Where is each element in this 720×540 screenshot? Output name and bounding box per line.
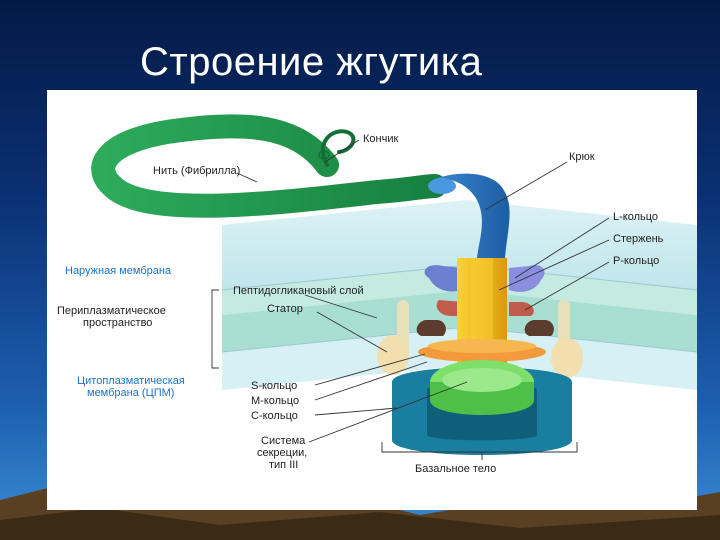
lp-rings <box>424 265 545 316</box>
periplasm-bracket <box>211 289 219 369</box>
s-ring-leader <box>314 353 426 386</box>
c-ring-leader <box>314 407 398 416</box>
label-l-ring: L-кольцо <box>613 211 658 223</box>
p-ring-leader <box>524 261 610 311</box>
hook-shape <box>432 173 510 258</box>
secretion-leader <box>308 381 468 443</box>
stator-units <box>377 300 583 378</box>
label-filament: Нить (Фибрилла) <box>153 165 240 177</box>
label-secretion-line3: тип III <box>269 459 298 471</box>
slide-title: Строение жгутика <box>140 40 483 84</box>
rod-leader <box>498 239 610 291</box>
label-tip: Кончик <box>363 133 398 145</box>
filament-leader <box>236 172 258 183</box>
peptidoglycan-leader <box>304 294 378 319</box>
label-secretion-line1: Система <box>261 435 306 447</box>
label-outer-membrane: Наружная мембрана <box>65 265 172 277</box>
hook-leader <box>484 161 568 211</box>
flagellum-diagram: Кончик Нить (Фибрилла) Крюк L-кольцо Сте… <box>57 114 697 475</box>
label-peptidoglycan: Пептидогликановый слой <box>233 285 364 297</box>
stator-leader <box>316 311 388 353</box>
filament-shape <box>91 114 447 218</box>
filament-tip-shape <box>320 129 356 167</box>
label-basal-body: Базальное тело <box>415 463 496 475</box>
label-c-ring: C-кольцо <box>251 410 298 422</box>
label-periplasm-line2: пространство <box>83 317 152 329</box>
secretion-system-shape <box>430 360 534 415</box>
label-cpm-line2: мембрана (ЦПМ) <box>87 387 174 399</box>
basal-body-bracket <box>381 442 578 460</box>
label-stator: Статор <box>267 303 303 315</box>
label-cpm-line1: Цитоплазматическая <box>77 375 185 387</box>
tip-leader <box>324 139 360 163</box>
label-rod: Стержень <box>613 233 664 245</box>
label-secretion-line2: секреции, <box>257 447 307 459</box>
label-m-ring: M-кольцо <box>251 395 299 407</box>
label-s-ring: S-кольцо <box>251 380 297 392</box>
label-periplasm-line1: Периплазматическое <box>57 305 166 317</box>
label-p-ring: P-кольцо <box>613 255 659 267</box>
label-hook: Крюк <box>569 151 595 163</box>
ms-rings <box>418 339 546 362</box>
l-ring-leader <box>514 217 610 279</box>
flagellum-diagram-panel: Кончик Нить (Фибрилла) Крюк L-кольцо Сте… <box>47 90 697 510</box>
m-ring-leader <box>314 361 428 401</box>
